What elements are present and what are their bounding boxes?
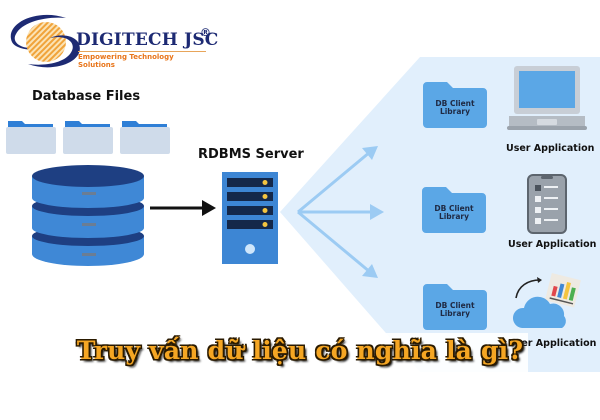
library-label-line1: DB Client: [434, 204, 474, 213]
library-label-line2: Library: [438, 212, 470, 221]
user-application-label-1: User Application: [506, 143, 595, 154]
database-file-folder-icon: [6, 121, 56, 154]
cloud-analytics-icon: [512, 273, 581, 328]
folder-icon: [422, 187, 486, 233]
rdbms-server-label: RDBMS Server: [198, 147, 304, 162]
library-label-line2: Library: [439, 309, 471, 318]
library-label-line2: Library: [439, 107, 471, 116]
database-icon: [32, 165, 144, 266]
logo-company-name: DIGITECH JSC: [76, 30, 219, 50]
db-client-library-3: DB Client Library: [423, 282, 487, 330]
caption-background: [0, 333, 528, 372]
arrow-to-client-3: [297, 210, 371, 274]
db-client-library-2: DB Client Library: [422, 185, 486, 233]
user-application-label-3: User Application: [508, 338, 597, 349]
library-label-line1: DB Client: [435, 301, 475, 310]
user-application-label-2: User Application: [508, 239, 597, 250]
page-caption: Truy vấn dữ liệu có nghĩa là gì?: [76, 336, 524, 365]
logo-tagline: Empowering Technology Solutions: [78, 51, 206, 69]
smartphone-icon: [527, 174, 567, 234]
arrow-to-client-1: [297, 150, 371, 214]
arrow-right-icon: [150, 200, 216, 216]
database-file-folder-icon: [63, 121, 113, 154]
folder-icon: [423, 82, 487, 128]
folder-icon: [423, 284, 487, 330]
db-client-library-1: DB Client Library: [423, 80, 487, 128]
laptop-icon: [507, 66, 587, 130]
database-files-label: Database Files: [32, 89, 141, 104]
logo-registered-mark: ®: [200, 26, 211, 39]
logo-emblem-icon: [10, 14, 80, 68]
server-icon: [222, 172, 278, 264]
database-file-folder-icon: [120, 121, 170, 154]
fan-out-arrows: [297, 146, 384, 278]
library-label-line1: DB Client: [435, 99, 475, 108]
